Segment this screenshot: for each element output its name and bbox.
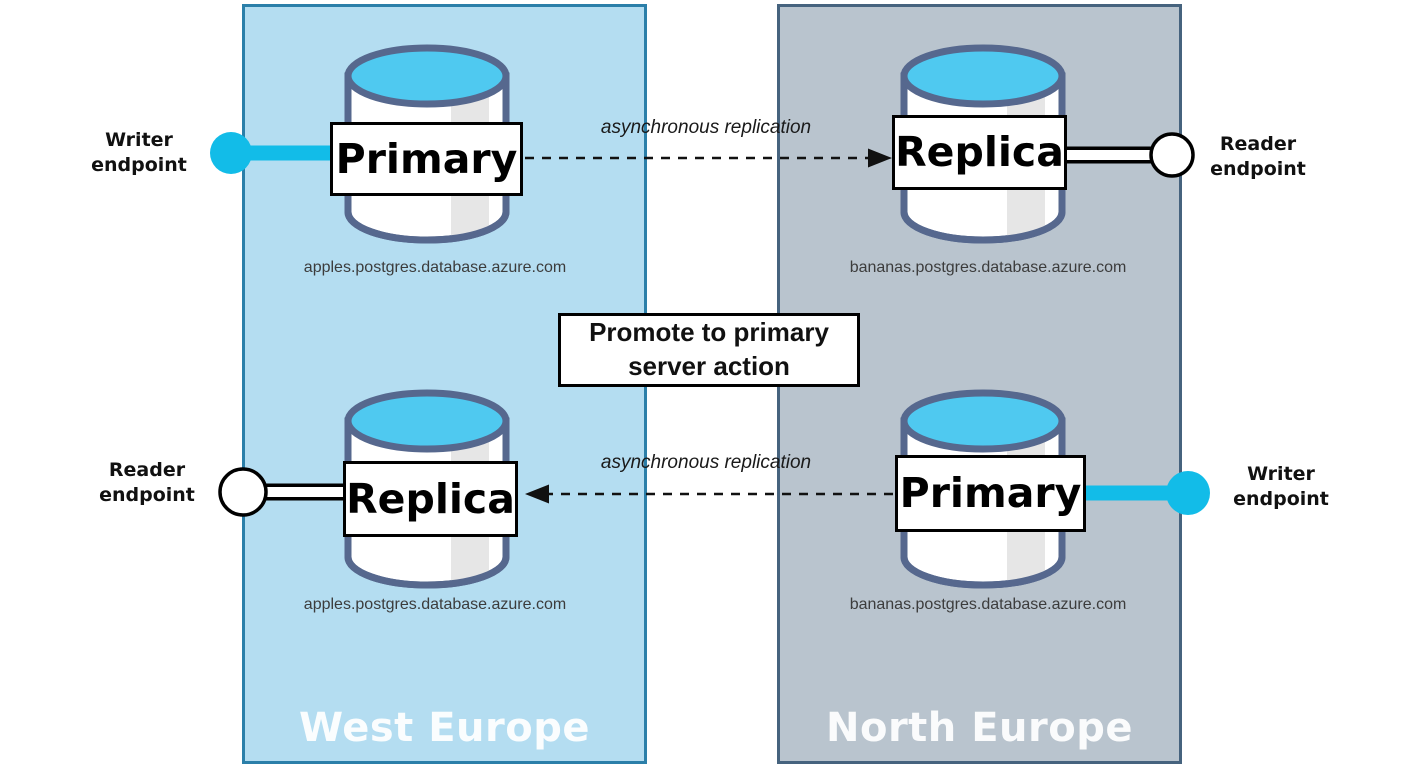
node-replica-north: Replica bbox=[892, 115, 1067, 190]
region-label-west: West Europe bbox=[299, 705, 590, 751]
node-primary-west: Primary bbox=[330, 122, 523, 196]
node-replica-west: Replica bbox=[343, 461, 518, 537]
writer-endpoint-icon bbox=[210, 132, 252, 174]
reader-endpoint-label-top: Reader endpoint bbox=[1210, 133, 1306, 180]
writer-endpoint-connector-top bbox=[210, 132, 345, 174]
arrowhead-right-icon bbox=[868, 148, 892, 168]
hostname-primary-north: bananas.postgres.database.azure.com bbox=[849, 596, 1127, 613]
writer-endpoint-label-bottom: Writer endpoint bbox=[1233, 463, 1329, 510]
writer-endpoint-icon bbox=[1166, 471, 1210, 515]
reader-endpoint-icon bbox=[218, 467, 268, 517]
region-label-north: North Europe bbox=[826, 705, 1133, 751]
hostname-primary-west: apples.postgres.database.azure.com bbox=[303, 259, 567, 276]
promote-action-box: Promote to primary server action bbox=[558, 313, 860, 387]
replication-arrow-top bbox=[525, 148, 892, 168]
node-primary-north: Primary bbox=[895, 455, 1086, 532]
reader-endpoint-icon bbox=[1149, 132, 1195, 178]
hostname-replica-west: apples.postgres.database.azure.com bbox=[303, 596, 567, 613]
hostname-replica-north: bananas.postgres.database.azure.com bbox=[849, 259, 1127, 276]
reader-endpoint-label-bottom: Reader endpoint bbox=[99, 459, 195, 506]
reader-endpoint-connector-bottom bbox=[218, 467, 350, 517]
writer-endpoint-label-top: Writer endpoint bbox=[91, 129, 187, 176]
replication-label-bottom: asynchronous replication bbox=[600, 452, 812, 473]
arrowhead-left-icon bbox=[525, 484, 549, 504]
replication-label-top: asynchronous replication bbox=[600, 117, 812, 138]
replication-arrow-bottom bbox=[525, 484, 893, 504]
writer-endpoint-connector-bottom bbox=[1082, 471, 1210, 515]
reader-endpoint-connector-top bbox=[1060, 132, 1195, 178]
